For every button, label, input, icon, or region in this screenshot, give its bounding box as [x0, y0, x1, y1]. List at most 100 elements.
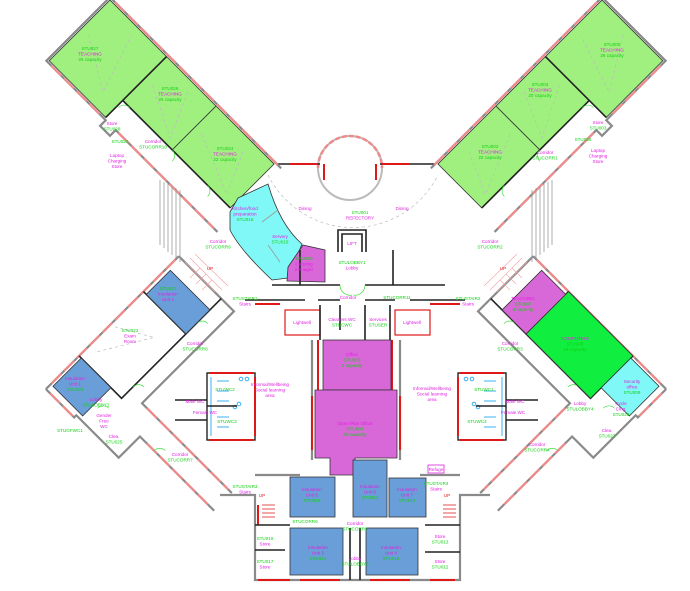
room-label-office: STU003 — [344, 357, 361, 362]
room-label-stu005: 26 capacity — [600, 53, 624, 58]
room-label-unit5: STU010 — [304, 498, 321, 503]
room-label-up3: UP — [259, 493, 265, 498]
room-label-unit3: Unit 3 — [312, 550, 324, 555]
room-label-openplan: 60 capacity — [343, 432, 367, 437]
room-label-stu002: 22 capacity — [478, 155, 502, 160]
room-label-corr3: STUCORR3 — [497, 346, 523, 351]
room-label-up4: UP — [444, 493, 450, 498]
insulation-unit-6[interactable] — [352, 459, 388, 518]
room-label-laptop-l: Laptop — [110, 153, 124, 158]
room-label-lobby-l: Lobby — [90, 397, 103, 402]
room-label-female-r: Female WC — [501, 410, 526, 415]
room-label-exam: STU022 — [122, 328, 139, 333]
room-label-clea-r: Clea. — [602, 428, 613, 433]
rotunda-windows — [316, 134, 384, 169]
room-label-lobby-l: STULOBBY2 — [82, 402, 110, 407]
room-label-cycle: Cycle — [615, 401, 627, 406]
room-label-stu026: 26 capacity — [158, 97, 182, 102]
room-label-unit2: Unit 2 — [162, 297, 174, 302]
room-label-informal-r: Informal/Wellbeing — [413, 386, 451, 391]
room-label-computing: STU008 — [567, 341, 584, 346]
room-label-gfwc: Free — [99, 418, 109, 423]
room-label-stairs2: STUSTAIR2 — [456, 296, 481, 301]
room-label-cycle: STU026 — [613, 412, 630, 417]
room-label-lightwell-l: Lightwell — [293, 320, 311, 325]
room-label-stairs4: Stairs — [430, 486, 442, 491]
room-label-unit5: Unit 5 — [306, 492, 318, 497]
room-label-services: STUSER — [369, 322, 388, 327]
room-label-store17: Store — [260, 564, 271, 569]
room-label-corr2: STUCORR2 — [477, 244, 503, 249]
room-label-informal-r: area — [427, 397, 437, 402]
staircase-south — [262, 504, 456, 518]
room-label-store17: STU017 — [257, 559, 274, 564]
teaching-room-stu007[interactable] — [501, 269, 567, 335]
room-label-corr6: STUCORR6 — [292, 519, 318, 524]
room-label-unit1: Insulation — [65, 376, 85, 381]
room-label-wc2: STUWC2 — [215, 387, 235, 392]
refuge-box — [427, 464, 445, 474]
room-label-informal-r: Social learning — [417, 391, 448, 396]
insulation-unit-7[interactable] — [388, 477, 427, 518]
east-teaching-wing — [429, 0, 673, 239]
wc-block-east — [457, 372, 507, 441]
insulation-unit-5[interactable] — [289, 476, 336, 518]
room-label-lightwell-r: Lightwell — [403, 320, 421, 325]
catering-manager[interactable] — [286, 244, 326, 283]
room-label-wc4: STUWC4 — [467, 419, 487, 424]
insulation-unit-3[interactable] — [289, 527, 344, 576]
room-label-corr1: Corridor — [537, 150, 554, 155]
room-label-stu005: STU005 — [604, 42, 621, 47]
room-label-stu002: STU002 — [482, 144, 499, 149]
room-label-kitchen: Kitchen/food — [232, 206, 258, 211]
room-label-lobby-r: Lobby — [574, 401, 587, 406]
room-label-corr5: Corridor — [347, 521, 364, 526]
room-label-cleaners: Cleaners WC — [328, 317, 356, 322]
kitchen-servery[interactable] — [229, 183, 303, 281]
room-label-corr2: Corridor — [482, 239, 499, 244]
staircase-east — [483, 253, 528, 293]
room-label-servery: Servery — [272, 234, 289, 239]
room-label-stu026: TEACHING — [158, 91, 182, 96]
room-label-laptop-l: Store — [112, 164, 123, 169]
room-label-unit3: STU014 — [310, 556, 327, 561]
room-label-stair-l: UP — [207, 266, 213, 271]
room-label-male-r: Male WC — [506, 399, 526, 404]
room-label-kitchen: STU018 — [237, 217, 254, 222]
room-label-refectory: STU001 — [352, 210, 369, 215]
insulation-unit-4[interactable] — [365, 527, 419, 576]
room-label-unit7: STU012 — [399, 498, 416, 503]
room-label-corr11: STUCORR11 — [383, 295, 411, 300]
room-label-corr7: STUCORR7 — [167, 457, 193, 462]
room-label-lobby-r: STULOBBY4 — [566, 406, 594, 411]
room-label-stu004: STU004 — [532, 82, 549, 87]
room-label-cycle: Clng. — [616, 406, 627, 411]
insulation-unit-1[interactable] — [52, 357, 112, 417]
insulation-unit-2[interactable] — [145, 269, 211, 335]
room-label-unit4: Unit 4 — [385, 550, 397, 555]
room-label-services: Services — [369, 317, 387, 322]
room-label-computing: 16 capacity — [563, 347, 587, 352]
room-label-openplan: STU004 — [347, 426, 364, 431]
room-label-gfwc: Gender — [96, 413, 112, 418]
room-label-lobby-c: STULOBBY1 — [338, 260, 366, 265]
room-label-computing: COMPUTING — [561, 336, 589, 341]
room-label-teach7: TEACHING — [511, 296, 535, 301]
room-label-security: Security — [624, 379, 641, 384]
room-label-store13: Store — [435, 534, 446, 539]
room-label-teach7: 8 capacity — [513, 307, 534, 312]
room-label-store16: Store — [260, 541, 271, 546]
room-label-stair-r: UP — [500, 266, 506, 271]
room-label-wc1: STUWC1 — [474, 387, 494, 392]
tiered-seating-east — [531, 180, 553, 262]
room-label-store-r: STU003 — [590, 125, 607, 130]
room-label-corr8: STUCORR8 — [182, 346, 208, 351]
room-label-laptop-r: Charging — [589, 153, 608, 158]
room-label-stu024: TEACHING — [213, 151, 237, 156]
room-label-unit6: Insulation — [360, 484, 380, 489]
room-label-corr10: Corridor — [145, 139, 162, 144]
room-label-store12: Store — [435, 559, 446, 564]
room-label-unit6: Unit 6 — [364, 489, 376, 494]
